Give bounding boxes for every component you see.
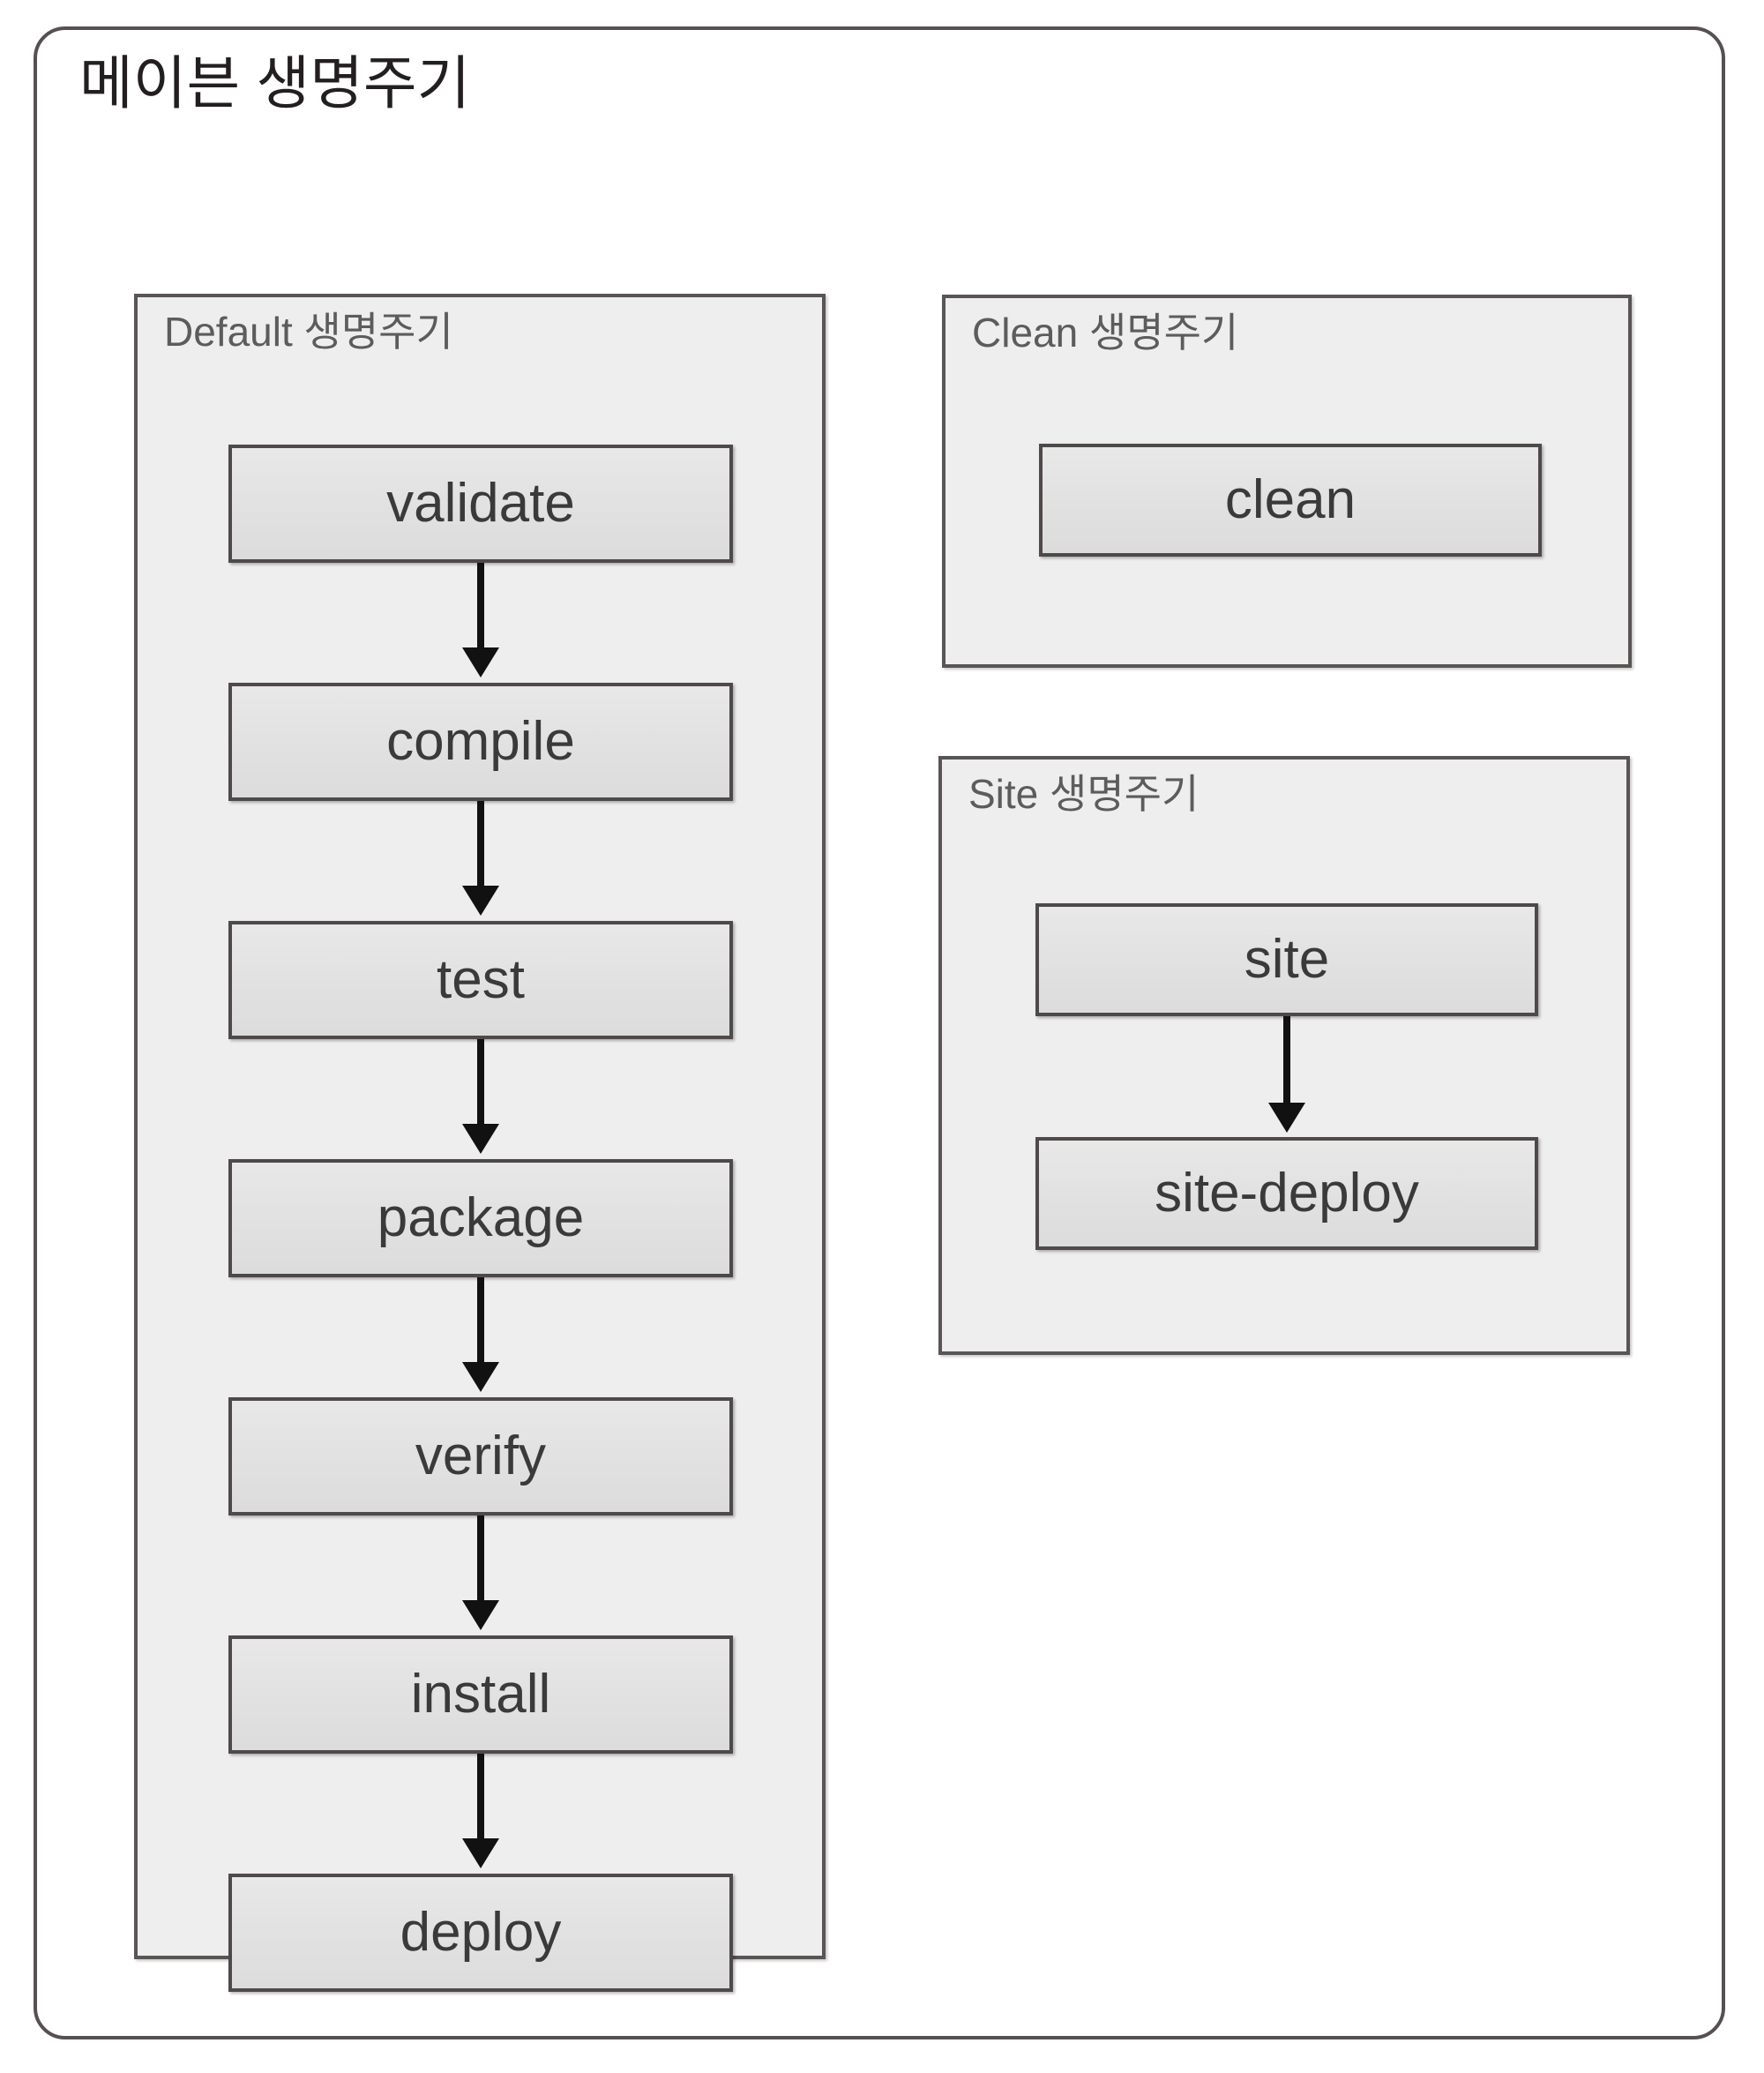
phase-box-deploy[interactable]: deploy — [228, 1874, 733, 1992]
lifecycle-panel-site: Site 생명주기 site site-deploy — [938, 756, 1630, 1355]
phase-box-install[interactable]: install — [228, 1635, 733, 1754]
arrow-head-compile-to-test — [462, 886, 499, 916]
phase-label-package: package — [377, 1187, 585, 1248]
phase-box-validate[interactable]: validate — [228, 445, 733, 563]
panel-label-clean: Clean 생명주기 — [972, 310, 1239, 355]
phase-label-install: install — [410, 1664, 551, 1725]
phase-label-validate: validate — [386, 473, 575, 534]
arrow-line-verify-to-install — [477, 1515, 484, 1607]
phase-box-compile[interactable]: compile — [228, 683, 733, 801]
arrow-line-install-to-deploy — [477, 1754, 484, 1845]
arrow-head-verify-to-install — [462, 1600, 499, 1630]
arrow-head-test-to-package — [462, 1124, 499, 1154]
lifecycle-panel-default: Default 생명주기 validate compile test packa… — [134, 294, 826, 1992]
phase-label-site-deploy: site-deploy — [1155, 1163, 1419, 1224]
phase-box-site[interactable]: site — [1035, 903, 1538, 1016]
lifecycle-panel-clean: Clean 생명주기 clean — [942, 295, 1632, 668]
arrow-line-package-to-verify — [477, 1277, 484, 1369]
phase-label-test: test — [437, 949, 525, 1010]
arrow-line-test-to-package — [477, 1039, 484, 1131]
phase-box-verify[interactable]: verify — [228, 1397, 733, 1515]
phase-label-verify: verify — [415, 1426, 547, 1486]
phase-label-clean: clean — [1224, 469, 1357, 530]
arrow-head-site-to-site-deploy — [1268, 1103, 1305, 1133]
phase-box-test[interactable]: test — [228, 921, 733, 1039]
phase-box-package[interactable]: package — [228, 1159, 733, 1277]
arrow-head-install-to-deploy — [462, 1838, 499, 1868]
arrow-head-validate-to-compile — [462, 647, 499, 677]
arrow-line-validate-to-compile — [477, 563, 484, 655]
phase-box-clean[interactable]: clean — [1039, 444, 1542, 557]
phase-label-deploy: deploy — [400, 1902, 562, 1963]
page-title: 메이븐 생명주기 — [79, 50, 471, 116]
phase-box-site-deploy[interactable]: site-deploy — [1035, 1137, 1538, 1250]
arrow-line-compile-to-test — [477, 801, 484, 893]
phase-label-compile: compile — [386, 711, 575, 772]
arrow-head-package-to-verify — [462, 1362, 499, 1392]
arrow-line-site-to-site-deploy — [1283, 1016, 1290, 1110]
panel-label-default: Default 생명주기 — [164, 309, 453, 355]
panel-label-site: Site 생명주기 — [968, 771, 1200, 817]
phase-label-site: site — [1244, 929, 1330, 990]
